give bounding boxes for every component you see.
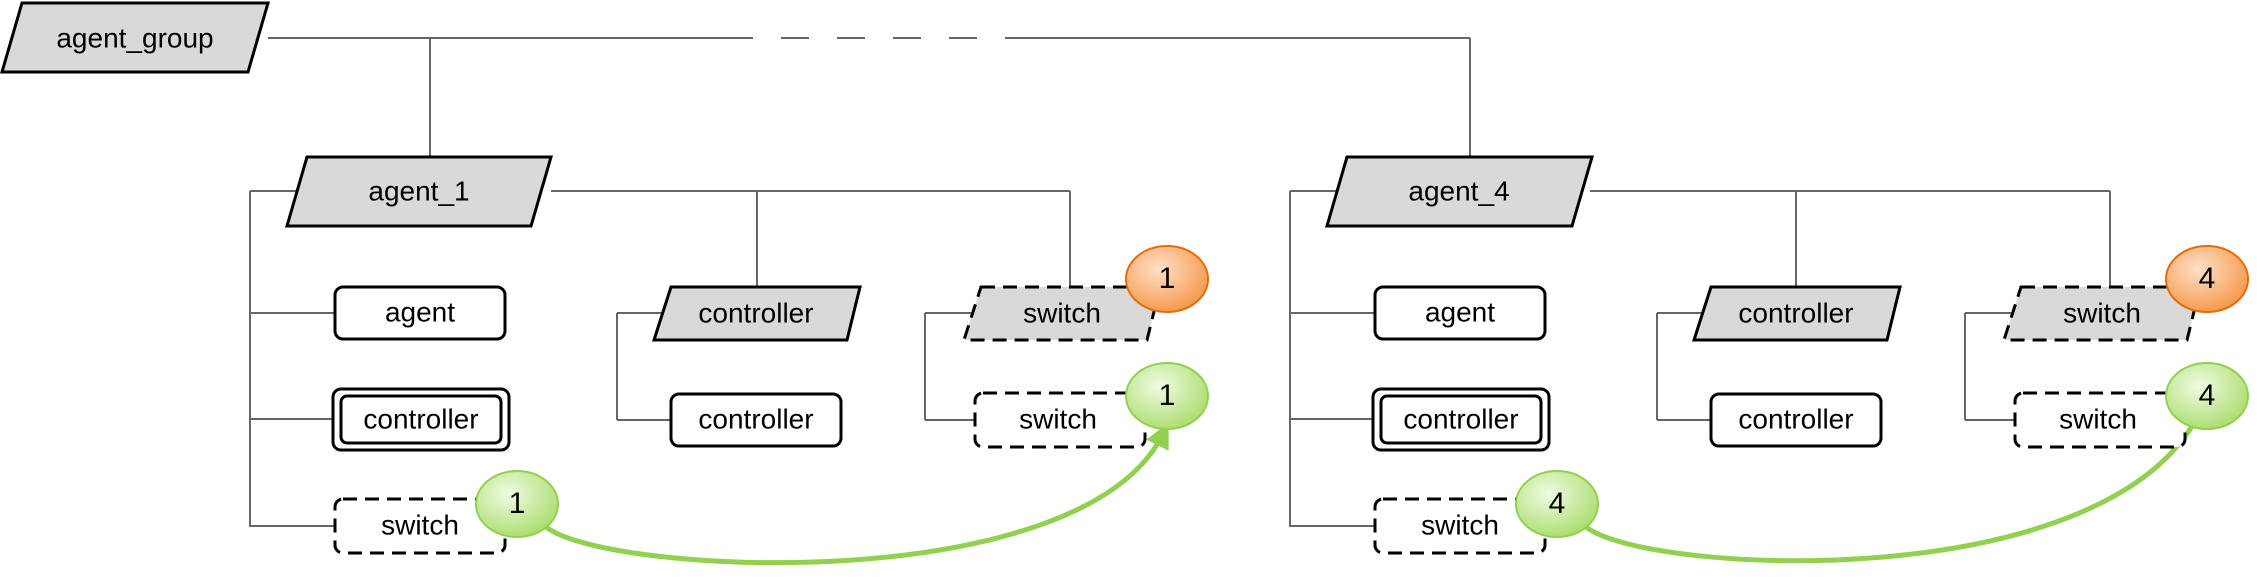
agent-4-switch-group-badge: 4 [2165, 245, 2249, 313]
agent-1-controller-child-node[interactable]: controller [669, 392, 843, 448]
agent-1-controller-label: controller [363, 403, 478, 434]
arrow-agent-1 [543, 422, 1169, 566]
agent-4-controller-group-node[interactable]: controller [1691, 285, 1902, 342]
agent-1-controller-group-node[interactable]: controller [651, 285, 862, 342]
agent-1-controller-group-label: controller [698, 297, 813, 328]
green-arrows [543, 393, 2210, 566]
agent-4-switch-label: switch [1421, 509, 1499, 540]
agent-4-controller-label: controller [1403, 403, 1518, 434]
svg-text:4: 4 [2199, 262, 2216, 295]
agent-4-label: agent_4 [1408, 175, 1509, 206]
agent-4-controller-child-label: controller [1738, 403, 1853, 434]
agent-4-node[interactable]: agent_4 [1325, 155, 1594, 228]
agent-group-node[interactable]: agent_group [0, 1, 270, 74]
agent-4-controller-node[interactable]: controller [1371, 387, 1551, 452]
agent-4-switch-child-node[interactable]: switch [2013, 391, 2187, 449]
agent-1-switch-child-label: switch [1019, 403, 1097, 434]
agent-4-controller-child-node[interactable]: controller [1709, 392, 1883, 448]
agent-1-switch-node[interactable]: switch [333, 497, 507, 555]
svg-text:1: 1 [1159, 379, 1176, 412]
agent-1-switch-child-node[interactable]: switch [973, 391, 1147, 449]
agent-4-agent-node[interactable]: agent [1373, 285, 1547, 341]
arrow-agent-4 [1583, 393, 2210, 564]
svg-text:4: 4 [1549, 487, 1566, 520]
agent-1-switch-badge: 1 [475, 470, 559, 538]
svg-text:1: 1 [1159, 262, 1176, 295]
agent-4-switch-badge: 4 [1515, 470, 1599, 538]
agent-1-switch-label: switch [381, 509, 459, 540]
connector-lines [249, 37, 2111, 527]
agent-1-switch-group-badge: 1 [1125, 245, 1209, 313]
agent-group-label: agent_group [56, 22, 213, 53]
agent-1-switch-group-label: switch [1023, 297, 1101, 328]
agent-1-controller-node[interactable]: controller [331, 387, 511, 452]
agent-1-switch-group-node[interactable]: switch [961, 285, 1162, 342]
agent-1-agent-label: agent [385, 296, 455, 327]
svg-text:4: 4 [2199, 379, 2216, 412]
svg-text:1: 1 [509, 487, 526, 520]
agent-1-switch-child-badge: 1 [1125, 362, 1209, 430]
agent-1-label: agent_1 [368, 175, 469, 206]
agent-1-agent-node[interactable]: agent [333, 285, 507, 341]
agent-4-switch-group-node[interactable]: switch [2001, 285, 2202, 342]
agent-4-switch-node[interactable]: switch [1373, 497, 1547, 555]
agent-1-node[interactable]: agent_1 [285, 155, 553, 228]
agent-4-agent-label: agent [1425, 296, 1495, 327]
agent-4-switch-child-badge: 4 [2165, 362, 2249, 430]
agent-1-controller-child-label: controller [698, 403, 813, 434]
agent-4-switch-child-label: switch [2059, 403, 2137, 434]
agent-4-switch-group-label: switch [2063, 297, 2141, 328]
agent-4-controller-group-label: controller [1738, 297, 1853, 328]
